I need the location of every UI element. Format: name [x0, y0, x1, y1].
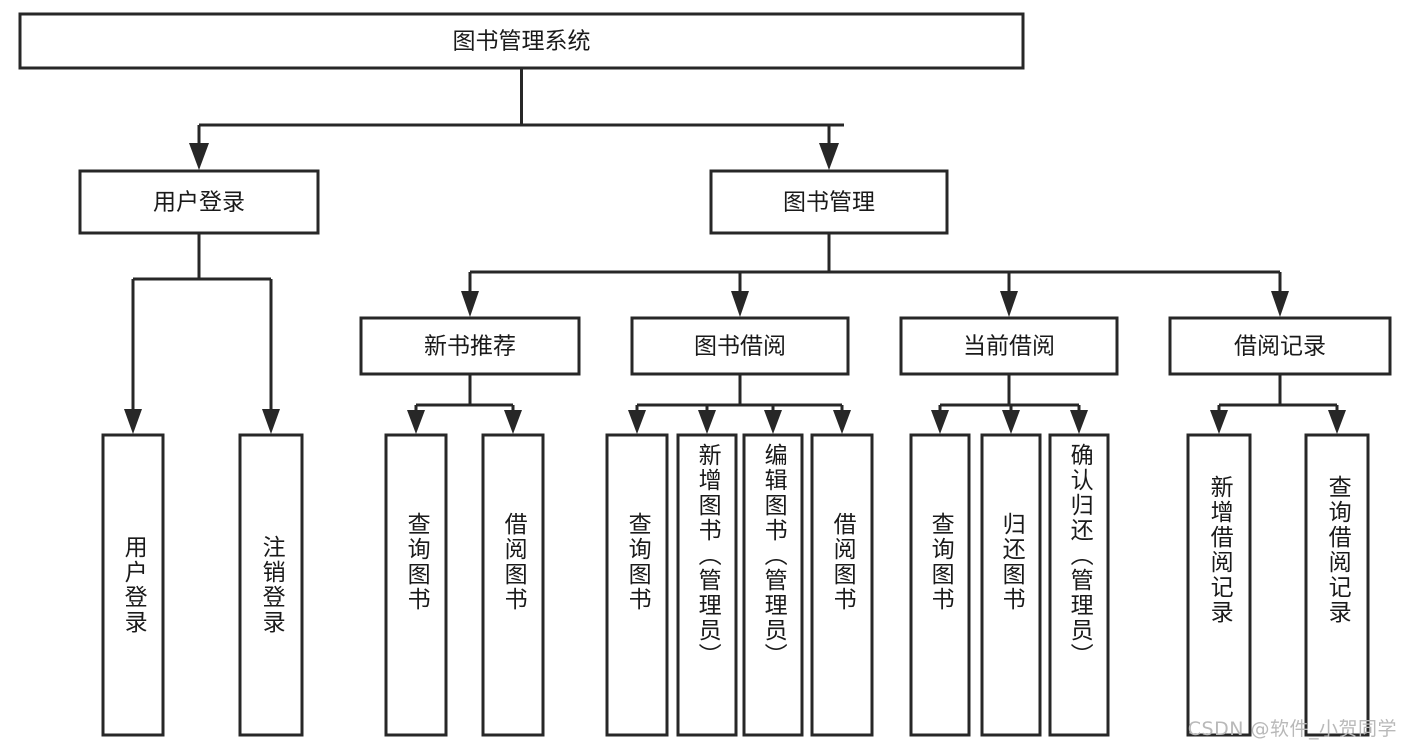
csdn-watermark: CSDN @软件_小贺同学 [1187, 718, 1397, 740]
leaf-box-add-book-admin[interactable] [676, 433, 738, 737]
leaf-box-user-login[interactable] [101, 433, 165, 737]
arrowhead-newbook-leaf2 [504, 410, 522, 434]
arrowhead-borrow-leaf4 [833, 410, 851, 434]
node-new-book-rec-label: 新书推荐 [424, 334, 516, 360]
arrowhead-book-manage [819, 143, 839, 170]
node-root-label: 图书管理系统 [453, 29, 591, 55]
arrowhead-borrow-leaf3 [764, 410, 782, 434]
node-current-borrow-label: 当前借阅 [963, 334, 1055, 360]
arrowhead-records-leaf2 [1328, 410, 1346, 434]
leaf-box-return-book[interactable] [980, 433, 1042, 737]
node-user-login-label: 用户登录 [153, 190, 245, 216]
arrowhead-leaf-user-login [124, 409, 142, 434]
node-new-book-rec-box[interactable] [359, 316, 581, 376]
leaf-box-add-borrow-record[interactable] [1186, 433, 1252, 737]
node-borrow-record-label: 借阅记录 [1234, 334, 1326, 360]
arrowhead-newbook [461, 291, 479, 317]
node-book-borrow-box[interactable] [630, 316, 850, 376]
arrowhead-borrow [731, 291, 749, 317]
node-root-box[interactable] [18, 12, 1025, 70]
arrowhead-newbook-leaf1 [407, 410, 425, 434]
arrowhead-leaf-logout [262, 409, 280, 434]
arrowhead-current-leaf1 [931, 410, 949, 434]
node-book-borrow-label: 图书借阅 [694, 334, 786, 360]
arrowhead-user-login [189, 143, 209, 170]
leaf-box-confirm-return-admin[interactable] [1048, 433, 1110, 737]
node-layer: 图书管理系统 用户登录 图书管理 新书推荐 图书借阅 当前借阅 借阅记录 [18, 12, 1392, 737]
node-user-login-box[interactable] [78, 169, 320, 235]
leaf-box-logout[interactable] [238, 433, 304, 737]
node-borrow-record-box[interactable] [1168, 316, 1392, 376]
arrowhead-records [1271, 291, 1289, 317]
leaf-box-borrow-book-1[interactable] [481, 433, 545, 737]
leaf-box-query-book-1[interactable] [384, 433, 448, 737]
node-current-borrow-box[interactable] [899, 316, 1119, 376]
leaf-box-edit-book-admin[interactable] [742, 433, 804, 737]
node-book-manage-box[interactable] [709, 169, 949, 235]
leaf-box-query-book-3[interactable] [909, 433, 971, 737]
leaf-box-query-book-2[interactable] [605, 433, 669, 737]
connector-layer [124, 68, 1346, 434]
arrowhead-current-leaf3 [1070, 410, 1088, 434]
arrowhead-records-leaf1 [1210, 410, 1228, 434]
leaf-box-borrow-book-2[interactable] [810, 433, 874, 737]
arrowhead-borrow-leaf1 [628, 410, 646, 434]
leaf-box-query-borrow-record[interactable] [1304, 433, 1370, 737]
arrowhead-current-leaf2 [1002, 410, 1020, 434]
arrowhead-borrow-leaf2 [698, 410, 716, 434]
arrowhead-current [1000, 291, 1018, 317]
node-book-manage-label: 图书管理 [783, 190, 875, 216]
